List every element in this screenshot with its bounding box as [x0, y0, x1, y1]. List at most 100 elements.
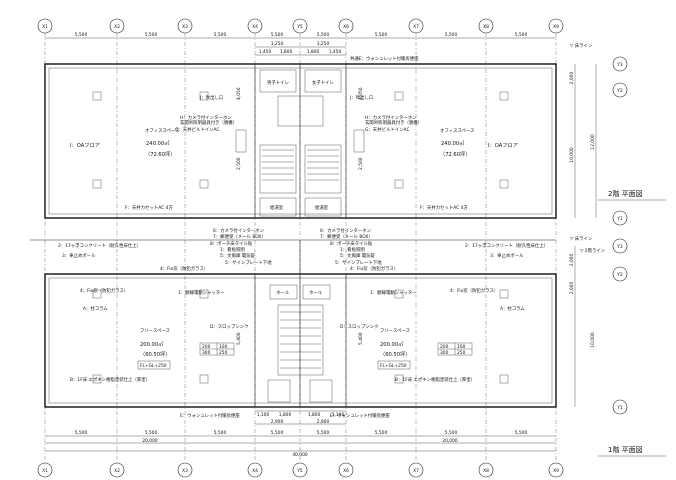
n8-right: 8：ポーチ床タイル貼 [330, 240, 373, 247]
pd-right-1: 200 [440, 344, 449, 350]
axis-y1-lower: Y1 [612, 399, 628, 415]
svg-text:X6: X6 [343, 24, 349, 30]
j-left: J：吹出し口 [199, 94, 223, 101]
free-left-area: 200.00㎡ [140, 340, 164, 348]
d-right: D：スロップシンク [340, 324, 379, 330]
axis-bubbles-right: Y3 Y2 Y1 Y3 Y2 Y1 2,000 10,000 12,000 2,… [569, 42, 628, 415]
dim-total-half-r: 20,000 [442, 438, 458, 444]
n5b-right: 5：サインプレート下地 [335, 259, 382, 266]
h-left-1: H：カメラ付インターホン [180, 114, 232, 121]
svg-text:X9: X9 [553, 24, 559, 30]
dim-core-3: 1,800 [307, 49, 320, 55]
top-label-e: 共通E：ウォシュレット付暖房便座 [350, 55, 419, 62]
b-right: B：1F床 エポキシ樹脂塗装仕上（厚塗） [395, 376, 475, 383]
wc-male-label: 男子トイレ [267, 79, 289, 86]
dimb-bay-1: 5,500 [75, 430, 88, 436]
axis-x3-top: X3 [177, 18, 193, 34]
dimb-bay-3: 5,500 [214, 430, 227, 436]
axis-x6-bottom: X6 [338, 462, 354, 478]
axis-x4-bottom: X4 [247, 462, 263, 478]
room-left-area: 240.00㎡ [146, 139, 170, 147]
dim-bay-5: 5,500 [317, 32, 330, 38]
dim-v-l2: 2,000 [569, 282, 575, 295]
g-left: G：天井ビルトインAC [175, 126, 220, 133]
e-right: E：ウォシュレット付暖房便座 [330, 412, 390, 419]
room-left-title: オフィススペース [145, 128, 180, 134]
svg-text:X2: X2 [114, 24, 120, 30]
dim-v-u2: 10,000 [569, 147, 575, 163]
title-2f: 2階 平面図 [608, 189, 643, 198]
dim-coreb-1: 1,100 [257, 412, 270, 418]
n5b-left: 5：サインプレート下地 [225, 259, 272, 266]
svg-text:X2: X2 [114, 468, 120, 474]
axis-x1-bottom: X1 [37, 462, 53, 478]
dim-coreb-4: 1,100 [332, 412, 345, 418]
svg-text:X9: X9 [553, 468, 559, 474]
h-left-2: 玄関吊照明器具付き（親機） [180, 119, 237, 126]
level-2f: ▽ 2階ライン [580, 247, 606, 254]
n3-left: 3：車止めポール [62, 252, 96, 259]
plan-1f: ホール ホール 6：カメラ付インターホン 7：郵便受（メール BOX） 8：ポー… [30, 227, 557, 419]
free-right-area: 200.00㎡ [380, 340, 404, 348]
free-left-title: フリースペース [140, 328, 170, 334]
dim-v-u3: 12,000 [590, 134, 596, 150]
svg-text:Y2: Y2 [616, 88, 623, 94]
oa-right: I：OAフロア [488, 142, 518, 149]
svg-text:X6: X6 [343, 468, 349, 474]
free-right-tsubo: （60.50坪） [380, 350, 410, 358]
dim-v-l3: 10,000 [590, 332, 596, 348]
free-right-title: フリースペース [380, 328, 410, 334]
dim-total-half-l: 20,000 [142, 438, 158, 444]
dim-halfb-r: 2,900 [317, 419, 330, 425]
stair-dim-2: 2,500 [236, 157, 242, 170]
dimb-bay-4: 5,500 [271, 430, 284, 436]
svg-text:Y2: Y2 [616, 272, 623, 278]
oa-left: I：OAフロア [70, 142, 100, 149]
pd-left-2: 100 [219, 344, 228, 350]
pd-right-3: 300 [440, 350, 449, 356]
pd-right-2: 100 [457, 344, 466, 350]
stair-dim-5: 5,400 [236, 332, 242, 345]
pd-left-1: 200 [202, 344, 211, 350]
n4b-right: 4：Fix窓（防犯ガラス） [450, 287, 498, 294]
axis-y3-lower: Y3 [612, 238, 628, 254]
dim-bay-7: 5,500 [445, 32, 458, 38]
axis-y3-upper: Y3 [612, 56, 628, 72]
dims-top: 5,500 5,500 5,500 5,500 5,500 5,500 5,50… [44, 32, 557, 460]
dims-bottom: 1,100 1,800 1,800 1,100 2,900 2,900 5,50… [45, 410, 556, 458]
axis-y2-upper: Y2 [612, 82, 628, 98]
axis-x9-top: X9 [548, 18, 564, 34]
axis-x9-bottom: X9 [548, 462, 564, 478]
dim-core-2: 1,800 [280, 49, 293, 55]
dimb-bay-5: 5,500 [317, 430, 330, 436]
dim-total: 40,000 [292, 452, 308, 458]
svg-text:X7: X7 [413, 24, 419, 30]
dim-halfb-l: 2,900 [271, 419, 284, 425]
axis-bubbles-bottom: X1 X2 X3 X4 Y5 X6 X7 X8 X9 [37, 462, 564, 478]
svg-text:X4: X4 [252, 24, 258, 30]
stair-dim-4: 2,500 [358, 157, 364, 170]
a-right: A：柱コラム [500, 305, 525, 312]
title-1f-block: 1階 平面図 [598, 445, 666, 457]
svg-text:X1: X1 [42, 468, 48, 474]
n5-right: 5：文風庫 電気錠 [340, 252, 376, 259]
axis-x1-top: X1 [37, 18, 53, 34]
svg-text:Y3: Y3 [616, 244, 623, 250]
dim-half-l: 3,250 [271, 41, 284, 47]
n6-right: 6：カメラ付インターホン [320, 227, 372, 234]
dim-core-4: 1,450 [329, 49, 342, 55]
axis-x7-bottom: X7 [408, 462, 424, 478]
dim-bay-8: 5,500 [515, 32, 528, 38]
dimb-bay-6: 5,500 [375, 430, 388, 436]
n3-right: 3：車止めポール [490, 252, 524, 259]
svg-text:X3: X3 [182, 468, 188, 474]
svg-text:X1: X1 [42, 24, 48, 30]
dim-bay-4: 5,500 [271, 32, 284, 38]
svg-text:Y5: Y5 [296, 24, 303, 30]
axis-x7-top: X7 [408, 18, 424, 34]
dim-core-1: 1,450 [259, 49, 272, 55]
room-right-tsubo: （72.60坪） [440, 150, 470, 158]
dimb-bay-7: 5,500 [445, 430, 458, 436]
pd-right-4: 250 [457, 350, 466, 356]
